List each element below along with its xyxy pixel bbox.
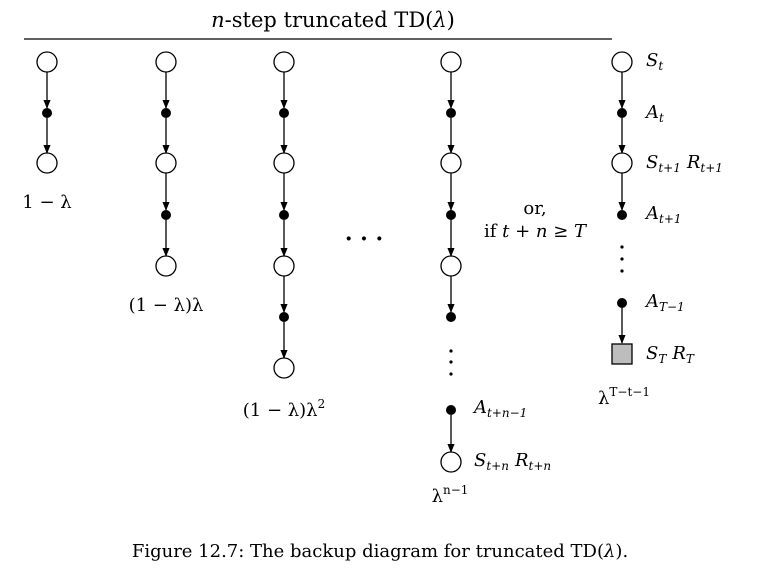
column-ellipsis: · · · (345, 226, 383, 252)
vertical-ellipsis-dot (620, 269, 624, 273)
state-node (273, 255, 295, 277)
state-node (440, 255, 462, 277)
state-node (440, 51, 462, 73)
action-node (279, 210, 289, 220)
state-node (273, 51, 295, 73)
state-node (273, 357, 295, 379)
action-node (42, 108, 52, 118)
column-3: (1 − λ)λ2 (243, 51, 325, 421)
figure-caption: Figure 12.7: The backup diagram for trun… (132, 541, 628, 562)
vertical-ellipsis-dot (449, 360, 453, 364)
action-node (161, 108, 171, 118)
vertical-ellipsis-dot (620, 245, 624, 249)
condition-line-2: if t + n ≥ T (484, 221, 588, 242)
column-1: 1 − λ (22, 51, 72, 213)
action-node (161, 210, 171, 220)
diagram-title: n-step truncated TD(λ) (211, 8, 455, 32)
state-node (611, 51, 633, 73)
weight-label: 1 − λ (22, 192, 71, 213)
action-node (617, 298, 627, 308)
label-a-T1: AT−1 (644, 291, 685, 314)
action-node (617, 210, 627, 220)
state-node (611, 152, 633, 174)
action-node (279, 312, 289, 322)
state-node (36, 152, 58, 174)
state-node (155, 51, 177, 73)
state-node (273, 152, 295, 174)
state-node (440, 451, 462, 473)
weight-label: (1 − λ)λ2 (243, 397, 325, 421)
label-a-t: At (644, 102, 664, 125)
column-2: (1 − λ)λ (129, 51, 204, 316)
state-node (36, 51, 58, 73)
action-label: At+n−1 (472, 397, 527, 420)
state-node (155, 152, 177, 174)
terminal-state-node (611, 343, 633, 365)
action-node (279, 108, 289, 118)
action-node (446, 405, 456, 415)
condition-line-1: or, (523, 198, 546, 219)
label-a-t1: At+1 (644, 203, 682, 226)
weight-label: λn−1 (432, 483, 469, 507)
action-node (446, 108, 456, 118)
action-node (446, 312, 456, 322)
state-node (440, 152, 462, 174)
action-node (446, 210, 456, 220)
vertical-ellipsis-dot (449, 372, 453, 376)
weight-label: (1 − λ)λ (129, 295, 204, 316)
weight-label: λT−t−1 (598, 385, 650, 409)
vertical-ellipsis-dot (449, 349, 453, 353)
label-s-t: St (646, 50, 663, 73)
action-node (617, 108, 627, 118)
state-node (155, 255, 177, 277)
vertical-ellipsis-dot (620, 257, 624, 261)
